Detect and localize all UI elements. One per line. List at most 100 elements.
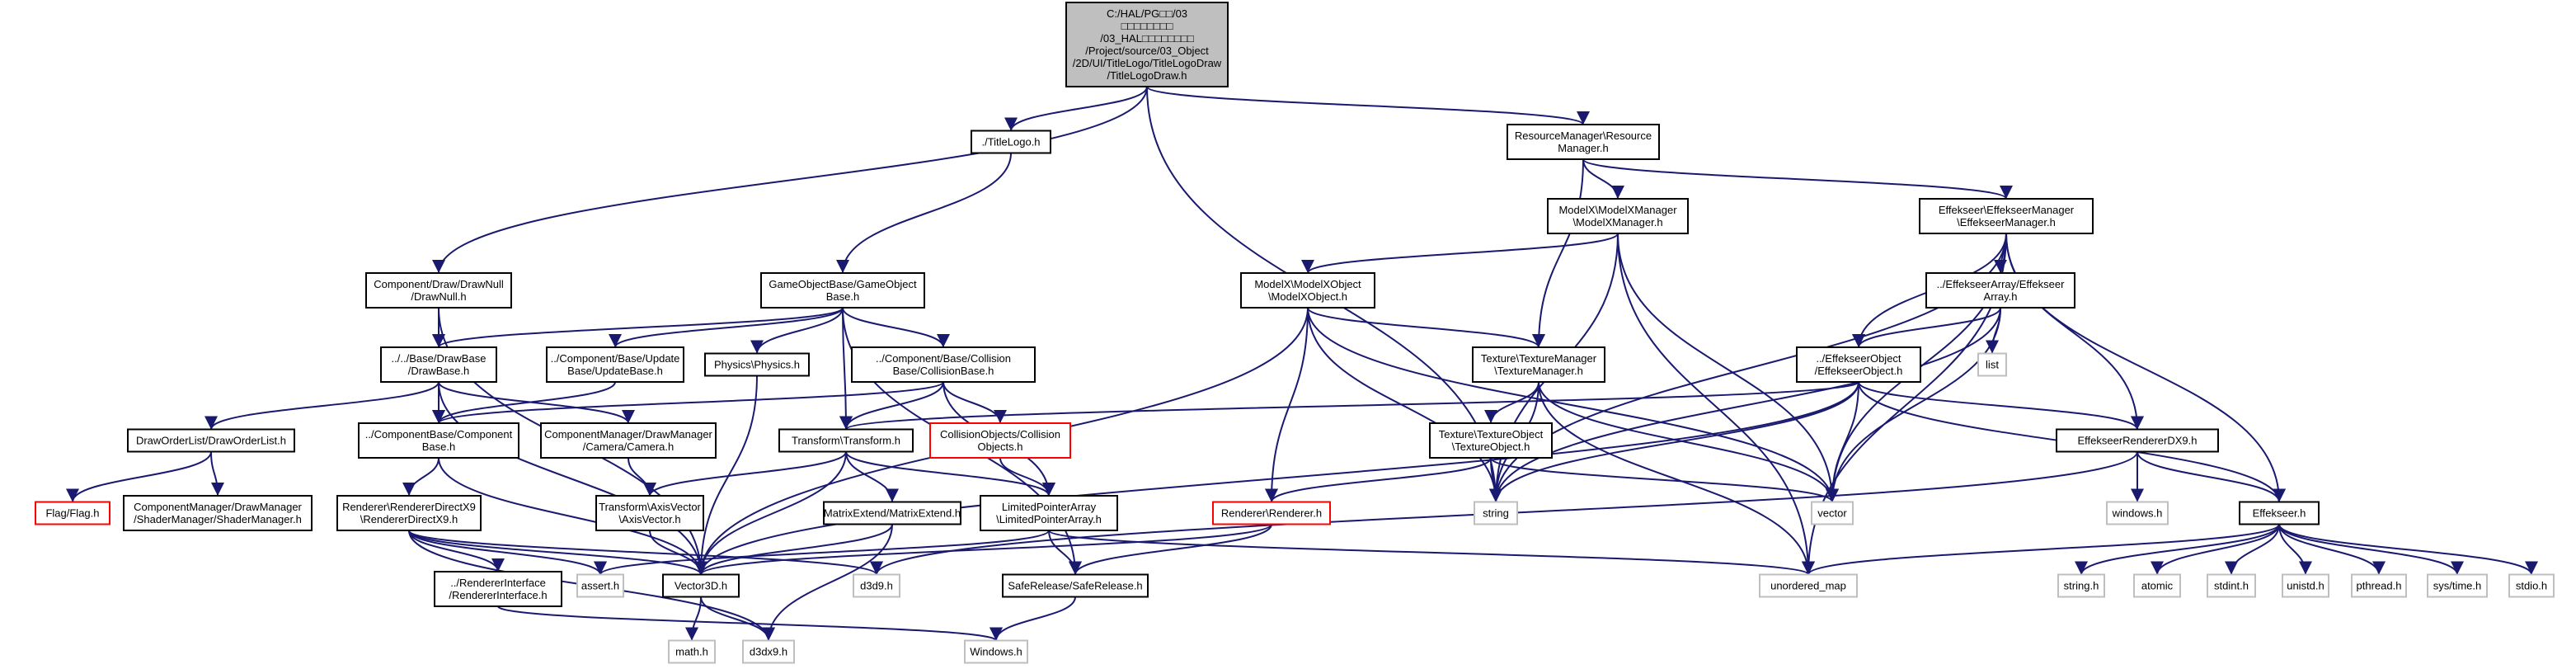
node-label-line: Vector3D.h (675, 580, 727, 592)
node-label-line: /2D/UI/TitleLogo/TitleLogoDraw (1073, 57, 1222, 69)
node-shadermgr[interactable]: ComponentManager/DrawManager/ShaderManag… (123, 495, 313, 531)
node-box (2057, 573, 2105, 598)
edge-gameobject-to-physics (750, 307, 844, 354)
edge-component-to-rdx9 (402, 457, 440, 497)
edge-vector3d-to-mathh (685, 596, 702, 641)
node-flag[interactable]: Flag/Flag.h (35, 501, 110, 525)
node-box (1002, 573, 1149, 598)
node-renderer[interactable]: Renderer\Renderer.h (1212, 501, 1331, 525)
edge-effobj-to-vector (1826, 381, 1859, 502)
node-effobj[interactable]: ../EffekseerObject/EffekseerObject.h (1796, 346, 1921, 383)
node-titlelogo[interactable]: ./TitleLogo.h (971, 130, 1051, 154)
node-list: list (1977, 352, 2007, 377)
node-label-line: sys/time.h (2433, 580, 2482, 592)
node-box (595, 495, 704, 531)
node-texmgr[interactable]: Texture\TextureManager\TextureManager.h (1472, 346, 1605, 383)
node-camera[interactable]: ComponentManager/DrawManager/Camera/Came… (540, 422, 717, 459)
edge-modelxmgr-to-vector (1617, 233, 1839, 502)
node-box (964, 639, 1028, 664)
node-effarray[interactable]: ../EffekseerArray/EffekseerArray.h (1925, 272, 2075, 309)
node-box (2351, 573, 2407, 598)
node-rinterface[interactable]: ../RendererInterface/RendererInterface.h (434, 571, 562, 607)
edge-collisionbase-to-component (432, 381, 944, 424)
node-label-line: /Project/source/03_Object (1085, 45, 1209, 57)
edge-root-to-titlelogo (1004, 86, 1148, 131)
node-box (1429, 422, 1553, 459)
node-label-line: ../EffekseerArray/Effekseer (1937, 278, 2066, 290)
node-physics[interactable]: Physics\Physics.h (704, 352, 810, 377)
node-label-line: □□□□□□□□ (1121, 20, 1173, 32)
node-label-line: ModelX\ModelXObject (1254, 278, 1361, 290)
node-label-line: math.h (675, 646, 708, 658)
node-axisvector[interactable]: Transform\AxisVector\AxisVector.h (595, 495, 704, 531)
node-label-line: Texture\TextureManager (1481, 352, 1597, 365)
node-drawbase[interactable]: ../../Base/DrawBase/DrawBase.h (380, 346, 497, 383)
node-transform[interactable]: Transform\Transform.h (778, 428, 914, 453)
node-label-line: /DrawBase.h (408, 365, 469, 377)
node-box (1240, 272, 1375, 309)
node-box (1472, 346, 1605, 383)
node-label-line: \ModelXManager.h (1572, 216, 1662, 228)
node-label-line: d3dx9.h (750, 646, 787, 658)
node-label-line: Objects.h (978, 441, 1023, 453)
edge-texmgr-to-umap (1538, 381, 1815, 575)
node-unistd: unistd.h (2282, 573, 2329, 598)
node-label-line: ComponentManager/DrawManager (544, 428, 712, 441)
node-box (1474, 501, 1518, 525)
node-texobj[interactable]: Texture\TextureObject\TextureObject.h (1429, 422, 1553, 459)
edge-lptrarray-to-umap (1048, 530, 1815, 576)
node-root[interactable]: C:/HAL/PG□□/03□□□□□□□□/03_HAL□□□□□□□□/Pr… (1065, 2, 1229, 87)
node-label-line: string (1483, 507, 1509, 520)
node-box (2056, 428, 2219, 453)
node-drawnull[interactable]: Component/Draw/DrawNull/DrawNull.h (365, 272, 512, 309)
node-modelxobj[interactable]: ModelX\ModelXObject\ModelXObject.h (1240, 272, 1375, 309)
node-label-line: CollisionObjects/Collision (940, 428, 1060, 441)
edge-lptrarray-to-asserth (594, 530, 1050, 576)
edge-root-to-drawnull (432, 86, 1148, 274)
node-box (2508, 573, 2555, 598)
node-lptrarray[interactable]: LimitedPointerArray\LimitedPointerArray.… (980, 495, 1118, 531)
edge-drawbase-to-vector3d (438, 381, 707, 575)
node-modelxmgr[interactable]: ModelX\ModelXManager\ModelXManager.h (1547, 198, 1689, 234)
node-saferelease[interactable]: SafeRelease/SafeRelease.h (1002, 573, 1149, 598)
node-box (365, 272, 512, 309)
node-label-line: Base.h (826, 290, 859, 303)
node-vector3d[interactable]: Vector3D.h (662, 573, 740, 598)
edge-effekseerh-to-stdio (2278, 524, 2538, 575)
edge-effmgr-to-effrenderer (2005, 233, 2144, 430)
node-d3d9: d3d9.h (853, 573, 900, 598)
node-collobjs[interactable]: CollisionObjects/CollisionObjects.h (929, 422, 1071, 459)
node-label-line: Texture\TextureObject (1439, 428, 1544, 441)
edge-renderer-to-vector3d (694, 523, 1272, 576)
node-label-line: ../ComponentBase/Component (365, 428, 513, 441)
node-collisionbase[interactable]: ../Component/Base/CollisionBase/Collisio… (851, 346, 1036, 383)
node-matrixext[interactable]: MatrixExtend/MatrixExtend.h (823, 501, 961, 525)
node-drawlist[interactable]: DrawOrderList/DrawOrderList.h (127, 428, 295, 453)
node-rdx9[interactable]: Renderer\RendererDirectX9\RendererDirect… (336, 495, 482, 531)
node-effekseerh[interactable]: Effekseer.h (2239, 501, 2320, 525)
edge-modelxmgr-to-umap (1617, 233, 1815, 575)
node-string: string (1474, 501, 1518, 525)
node-box (1212, 501, 1331, 525)
node-label-line: /TitleLogoDraw.h (1107, 69, 1187, 82)
node-effrenderer[interactable]: EffekseerRendererDX9.h (2056, 428, 2219, 453)
node-gameobject[interactable]: GameObjectBase/GameObjectBase.h (760, 272, 925, 309)
edge-effekseerh-to-umap (1802, 523, 2280, 576)
node-box (2282, 573, 2329, 598)
edge-gameobject-to-transform (839, 307, 853, 430)
node-effmgr[interactable]: Effekseer\EffekseerManager\EffekseerMana… (1919, 198, 2094, 234)
edge-camera-to-axisvector (628, 457, 656, 497)
node-label-line: ComponentManager/DrawManager (134, 501, 302, 513)
node-label-line: Flag/Flag.h (45, 507, 99, 520)
node-resmgr[interactable]: ResourceManager\ResourceManager.h (1507, 124, 1660, 160)
node-box (929, 422, 1071, 459)
node-component[interactable]: ../ComponentBase/ComponentBase.h (358, 422, 519, 459)
edge-gameobject-to-drawbase (432, 307, 844, 348)
node-label-line: SafeRelease/SafeRelease.h (1008, 580, 1142, 592)
node-updatebase[interactable]: ../Component/Base/UpdateBase/UpdateBase.… (546, 346, 684, 383)
edge-gameobject-to-updatebase (609, 307, 844, 348)
edge-transform-to-lptrarray (845, 451, 1055, 497)
node-label-line: GameObjectBase/GameObject (769, 278, 917, 290)
node-box (1796, 346, 1921, 383)
